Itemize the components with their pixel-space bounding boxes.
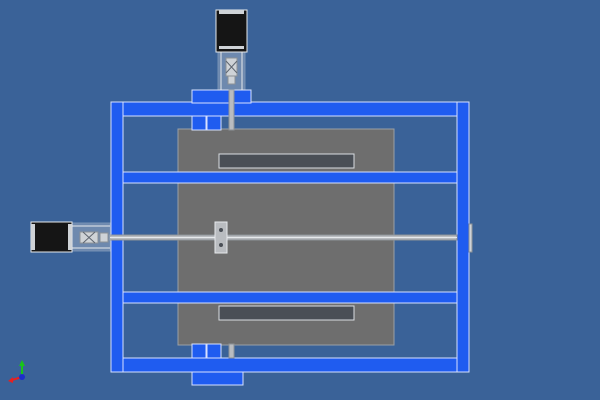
mount-block-top[interactable] [191,89,252,104]
lead-screw-x[interactable] [109,234,458,241]
mount-block-bottom[interactable] [191,371,244,386]
support-top-right [206,115,222,131]
support-bottom [191,343,207,359]
stepper-motor-x[interactable] [30,221,111,253]
bearing-right [468,223,473,253]
slot-bottom [218,305,355,321]
axis-triad-icon [8,360,25,383]
carriage-block[interactable] [214,221,228,254]
support-top [191,115,207,131]
lead-screw-y[interactable] [228,89,235,359]
crossbar-top[interactable] [122,171,458,184]
stepper-motor-y[interactable] [215,9,248,91]
support-bottom-right [206,343,222,359]
crossbar-bottom[interactable] [122,291,458,304]
slot-top [218,153,355,169]
